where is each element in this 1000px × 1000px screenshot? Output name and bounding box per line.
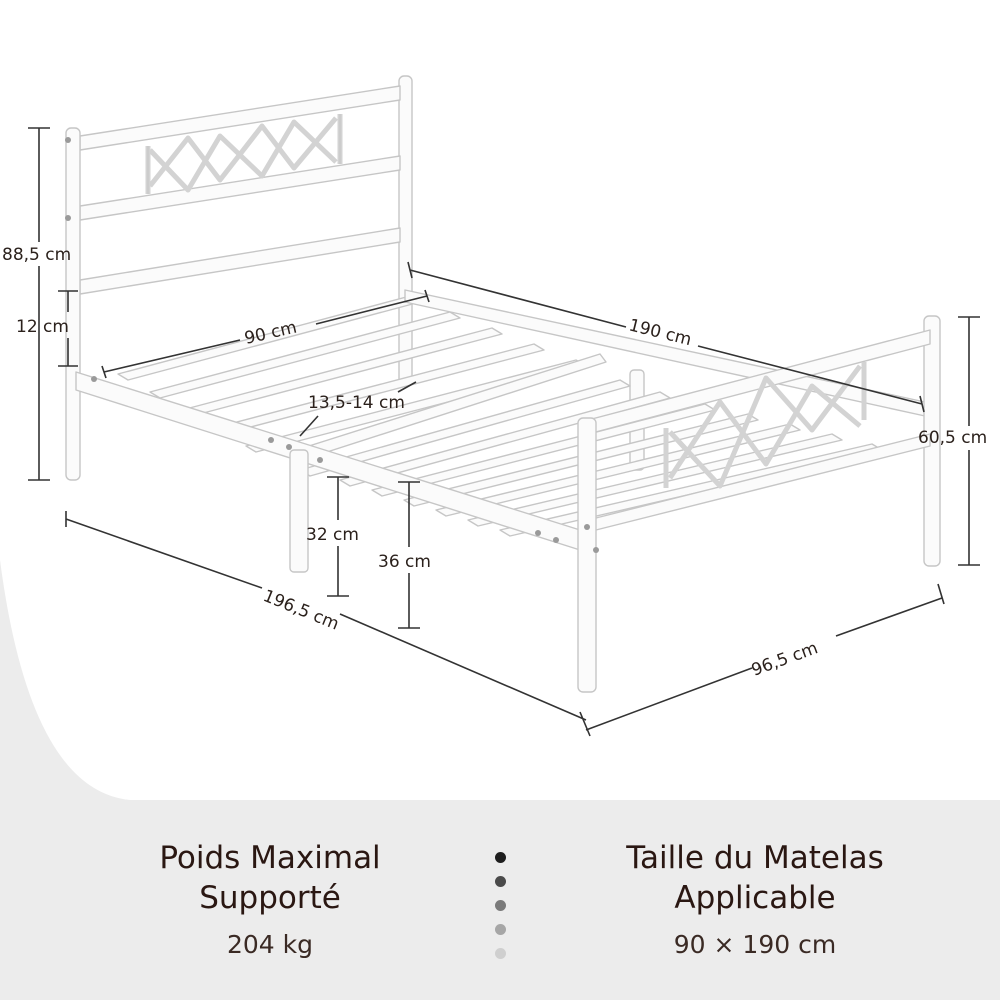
spec-max-load: Poids Maximal Supporté 204 kg	[60, 838, 480, 959]
dim-footboard-height: 60,5 cm	[918, 428, 987, 448]
spec-mattress-title-line2: Applicable	[674, 880, 836, 916]
spec-max-load-title-line1: Poids Maximal	[159, 840, 381, 876]
dim-headboard-height: 88,5 cm	[2, 245, 71, 265]
headboard-right-post	[398, 75, 413, 387]
frame-bolts	[65, 137, 599, 553]
dim-top-gap: 12 cm	[16, 317, 69, 337]
middle-left-leg	[289, 449, 309, 573]
white-backdrop	[0, 0, 1000, 800]
dim-clearance: 32 cm	[306, 525, 359, 545]
spec-mattress-title-line1: Taille du Matelas	[626, 840, 884, 876]
spec-max-load-title-line2: Supporté	[199, 880, 341, 916]
dot	[494, 924, 506, 935]
footboard-lattice	[663, 362, 867, 489]
spec-mattress-value: 90 × 190 cm	[673, 930, 837, 959]
dim-slat-gap: 13,5-14 cm	[308, 393, 405, 413]
bed-frame	[65, 75, 941, 693]
decorative-dots	[493, 852, 507, 972]
dot	[494, 876, 506, 887]
spec-mattress-size: Taille du Matelas Applicable 90 × 190 cm	[545, 838, 965, 959]
dot	[494, 900, 506, 911]
dimension-lines	[28, 127, 980, 737]
dim-frame-height: 36 cm	[378, 552, 431, 572]
spec-max-load-value: 204 kg	[226, 930, 313, 959]
footboard-left-post	[577, 417, 597, 693]
dot	[494, 948, 506, 959]
dot	[494, 852, 506, 863]
